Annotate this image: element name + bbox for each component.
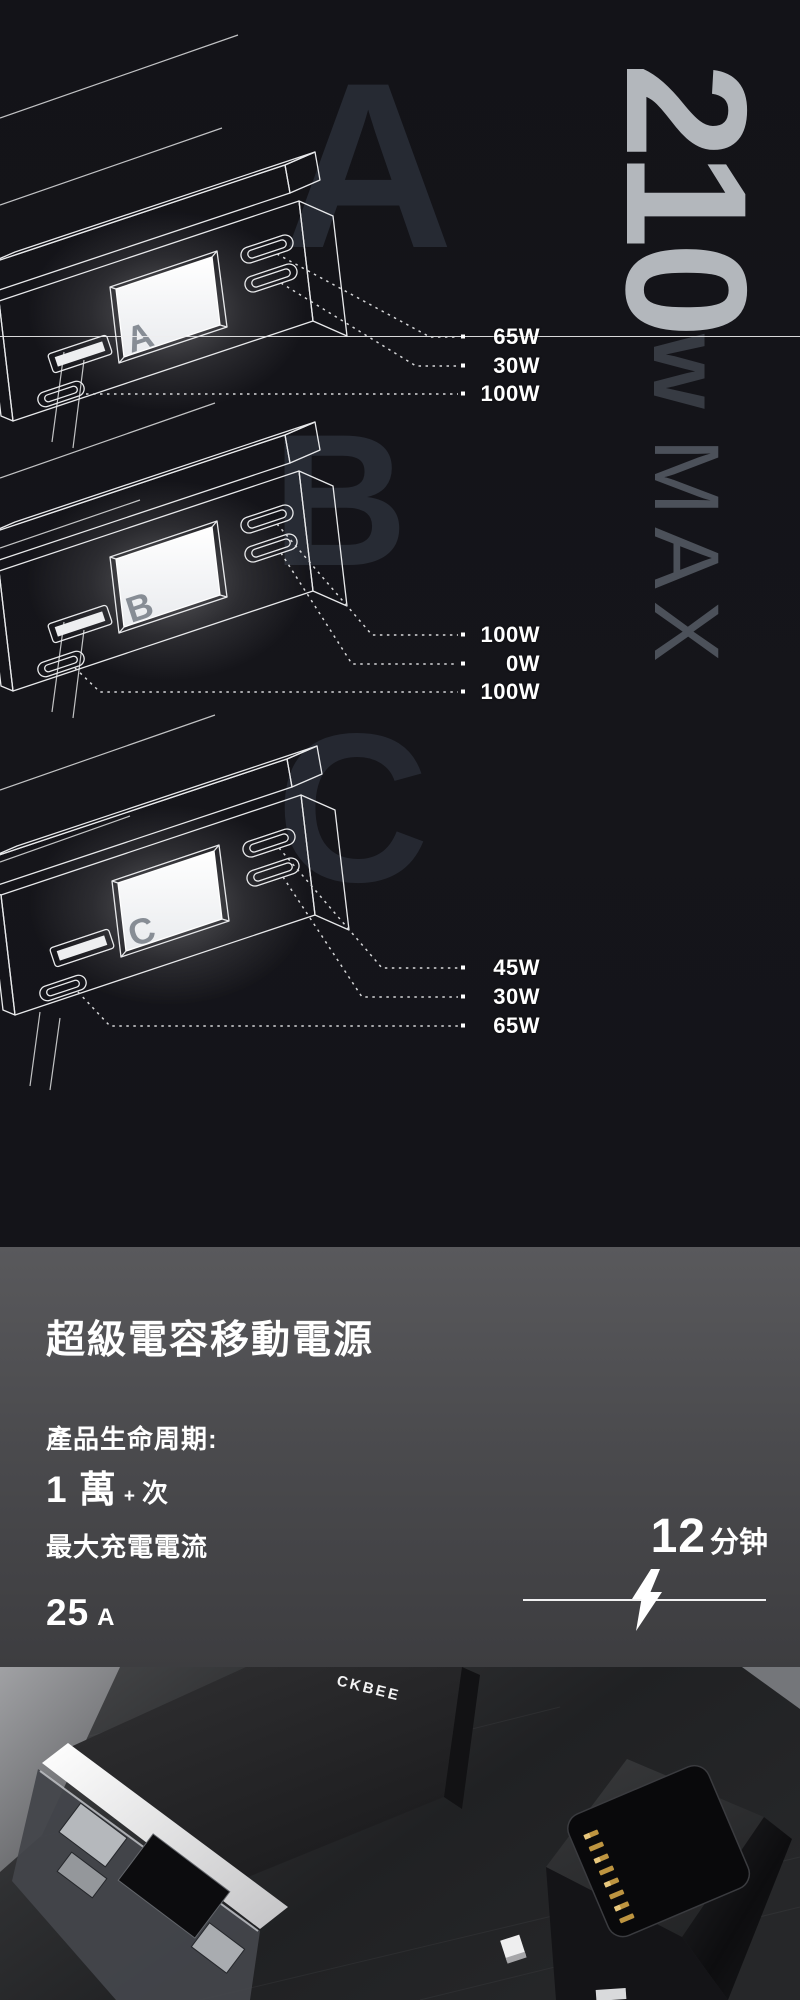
leader-end-dots [461, 334, 465, 1028]
port-wattage-label: 100W [480, 381, 540, 406]
hero-section: A B C 210 w MAX [0, 0, 800, 1247]
device-b-wireframe: B [0, 421, 348, 692]
charge-time-row: 12 分钟 [651, 1509, 768, 1564]
internal-connector [56, 1851, 108, 1899]
product-photo: CKBEE [0, 1667, 800, 2000]
port-wattage-label: 100W [480, 622, 540, 647]
max-current-unit: A [97, 1604, 115, 1631]
max-current-label: 最大充電電流 [46, 1532, 209, 1562]
lightning-bolt-icon [632, 1569, 662, 1631]
port-wattage-label: 100W [480, 679, 540, 704]
charging-dock [546, 1759, 792, 2000]
leader-lines [74, 253, 458, 1027]
max-current-value: 25 [46, 1592, 90, 1633]
internal-display-window [117, 1833, 231, 1939]
port-wattage-label: 0W [506, 651, 540, 676]
charge-time-value: 12 [650, 1510, 706, 1563]
white-edge-strip [42, 1743, 288, 1929]
lifecycle-unit: 次 [141, 1478, 168, 1508]
lifecycle-value: 1 萬 [46, 1469, 117, 1510]
port-wattage-label: 30W [493, 353, 540, 378]
internal-connector [58, 1802, 128, 1868]
acrylic-front-panel [12, 1769, 260, 2000]
specs-section: 超級電容移動電源 產品生命周期: 1 萬 + 次 最大充電電流 25 A 12 … [0, 1247, 800, 1667]
port-wattage-label: 30W [493, 984, 540, 1009]
small-white-component [500, 1934, 527, 1964]
port-wattage-label: 45W [493, 955, 540, 980]
charge-time-unit: 分钟 [709, 1527, 768, 1559]
dock-slot [567, 1764, 751, 1938]
light-corner-wedge [742, 1667, 800, 1709]
device-c-wireframe: C [0, 745, 350, 1016]
lifecycle-label: 產品生命周期: [46, 1424, 218, 1454]
lifecycle-plus: + [123, 1486, 135, 1507]
max-current-value-row: 25 A [46, 1592, 115, 1634]
product-title: 超級電容移動電源 [46, 1319, 375, 1362]
lifecycle-value-row: 1 萬 + 次 [46, 1459, 168, 1513]
powerbank-box: CKBEE [12, 1667, 480, 2000]
gold-contact-pins [583, 1829, 635, 1924]
white-sliver [595, 1987, 627, 2000]
wireframe-diagram: A B C [0, 34, 800, 1091]
device-a-wireframe: A [0, 151, 348, 422]
product-photo-render: CKBEE [0, 1667, 800, 2000]
ghost-letter-a: A [283, 34, 454, 298]
port-wattage-label: 65W [493, 1013, 540, 1038]
port-wattage-label: 65W [493, 324, 540, 349]
internal-capacitor [190, 1922, 246, 1974]
